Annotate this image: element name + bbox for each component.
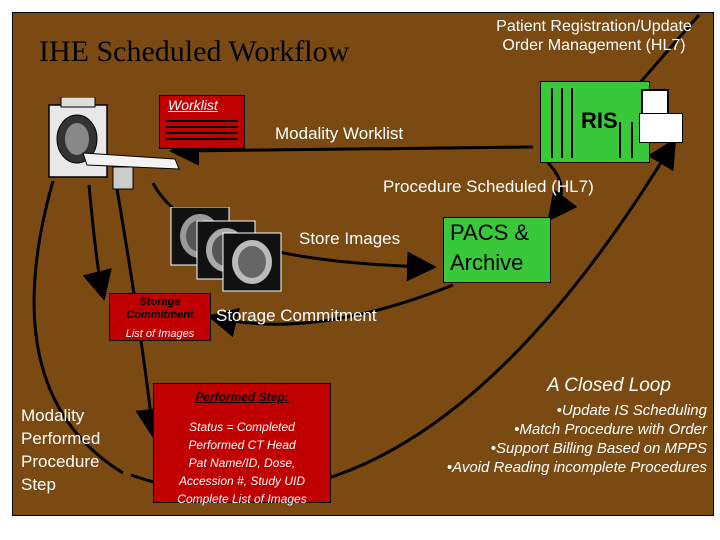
ris-label: RIS	[581, 108, 618, 133]
store-images-label: Store Images	[299, 229, 401, 248]
mpps-line: Modality	[21, 406, 85, 425]
ris-computer-icon: RIS	[540, 81, 650, 163]
pacs-server-icon: PACS & Archive	[443, 217, 551, 283]
page-title: IHE Scheduled Workflow	[39, 35, 350, 68]
registration-line-1: Patient Registration/Update	[496, 18, 692, 35]
storage-commitment-box-subtitle: List of Images	[125, 328, 195, 340]
closed-loop-bullet: •Match Procedure with Order	[514, 421, 707, 438]
ris-keyboard-icon	[639, 113, 683, 143]
ris-slot	[561, 88, 563, 158]
storage-commitment-box: Storage Commitment List of Images	[109, 293, 211, 341]
mpps-line: Procedure	[21, 452, 100, 471]
worklist-box: Worklist	[159, 95, 245, 149]
performed-step-line: Status = Completed	[189, 420, 295, 434]
mpps-line: Step	[21, 475, 56, 494]
closed-loop-bullet: •Update IS Scheduling	[556, 402, 707, 419]
worklist-line	[166, 126, 238, 128]
performed-step-line: Accession #, Study UID	[178, 474, 306, 488]
closed-loop-bullets: •Update IS Scheduling •Match Procedure w…	[391, 401, 707, 477]
ris-slot	[631, 122, 633, 158]
mpps-label: Modality Performed Procedure Step	[21, 404, 141, 496]
storage-commitment-box-title: Storage Commitment	[126, 296, 194, 321]
procedure-scheduled-label: Procedure Scheduled (HL7)	[383, 177, 594, 196]
closed-loop-bullet: •Avoid Reading incomplete Procedures	[446, 459, 707, 476]
registration-label: Patient Registration/Update Order Manage…	[469, 17, 713, 55]
performed-step-line: Performed CT Head	[188, 438, 296, 452]
closed-loop-bullet: •Support Billing Based on MPPS	[490, 440, 707, 457]
performed-step-box: Performed Step: Status = Completed Perfo…	[153, 383, 331, 506]
pacs-label: PACS & Archive	[450, 220, 530, 275]
worklist-line	[166, 132, 238, 134]
performed-step-body: Status = Completed Performed CT Head Pat…	[154, 418, 330, 508]
mpps-line: Performed	[21, 429, 101, 448]
registration-line-2: Order Management (HL7)	[502, 37, 686, 54]
slide: IHE Scheduled Workflow Patient Registrat…	[12, 12, 714, 516]
performed-step-line: Complete List of Images	[177, 492, 307, 506]
worklist-label: Worklist	[168, 97, 218, 113]
ris-slot	[551, 88, 553, 158]
ct-scanner-icon	[48, 97, 180, 190]
ris-slot	[619, 122, 621, 158]
modality-worklist-label: Modality Worklist	[275, 124, 404, 143]
performed-step-line: Pat Name/ID, Dose,	[188, 456, 296, 470]
storage-commitment-label: Storage Commitment	[216, 306, 377, 325]
ris-monitor-icon	[641, 89, 669, 115]
closed-loop-title: A Closed Loop	[547, 375, 671, 396]
worklist-line	[166, 138, 238, 140]
ct-images-icon	[170, 207, 282, 292]
performed-step-heading: Performed Step:	[195, 390, 289, 404]
storage-commitment-request-arrow	[82, 184, 112, 301]
worklist-line	[166, 120, 238, 122]
ris-slot	[571, 88, 573, 158]
